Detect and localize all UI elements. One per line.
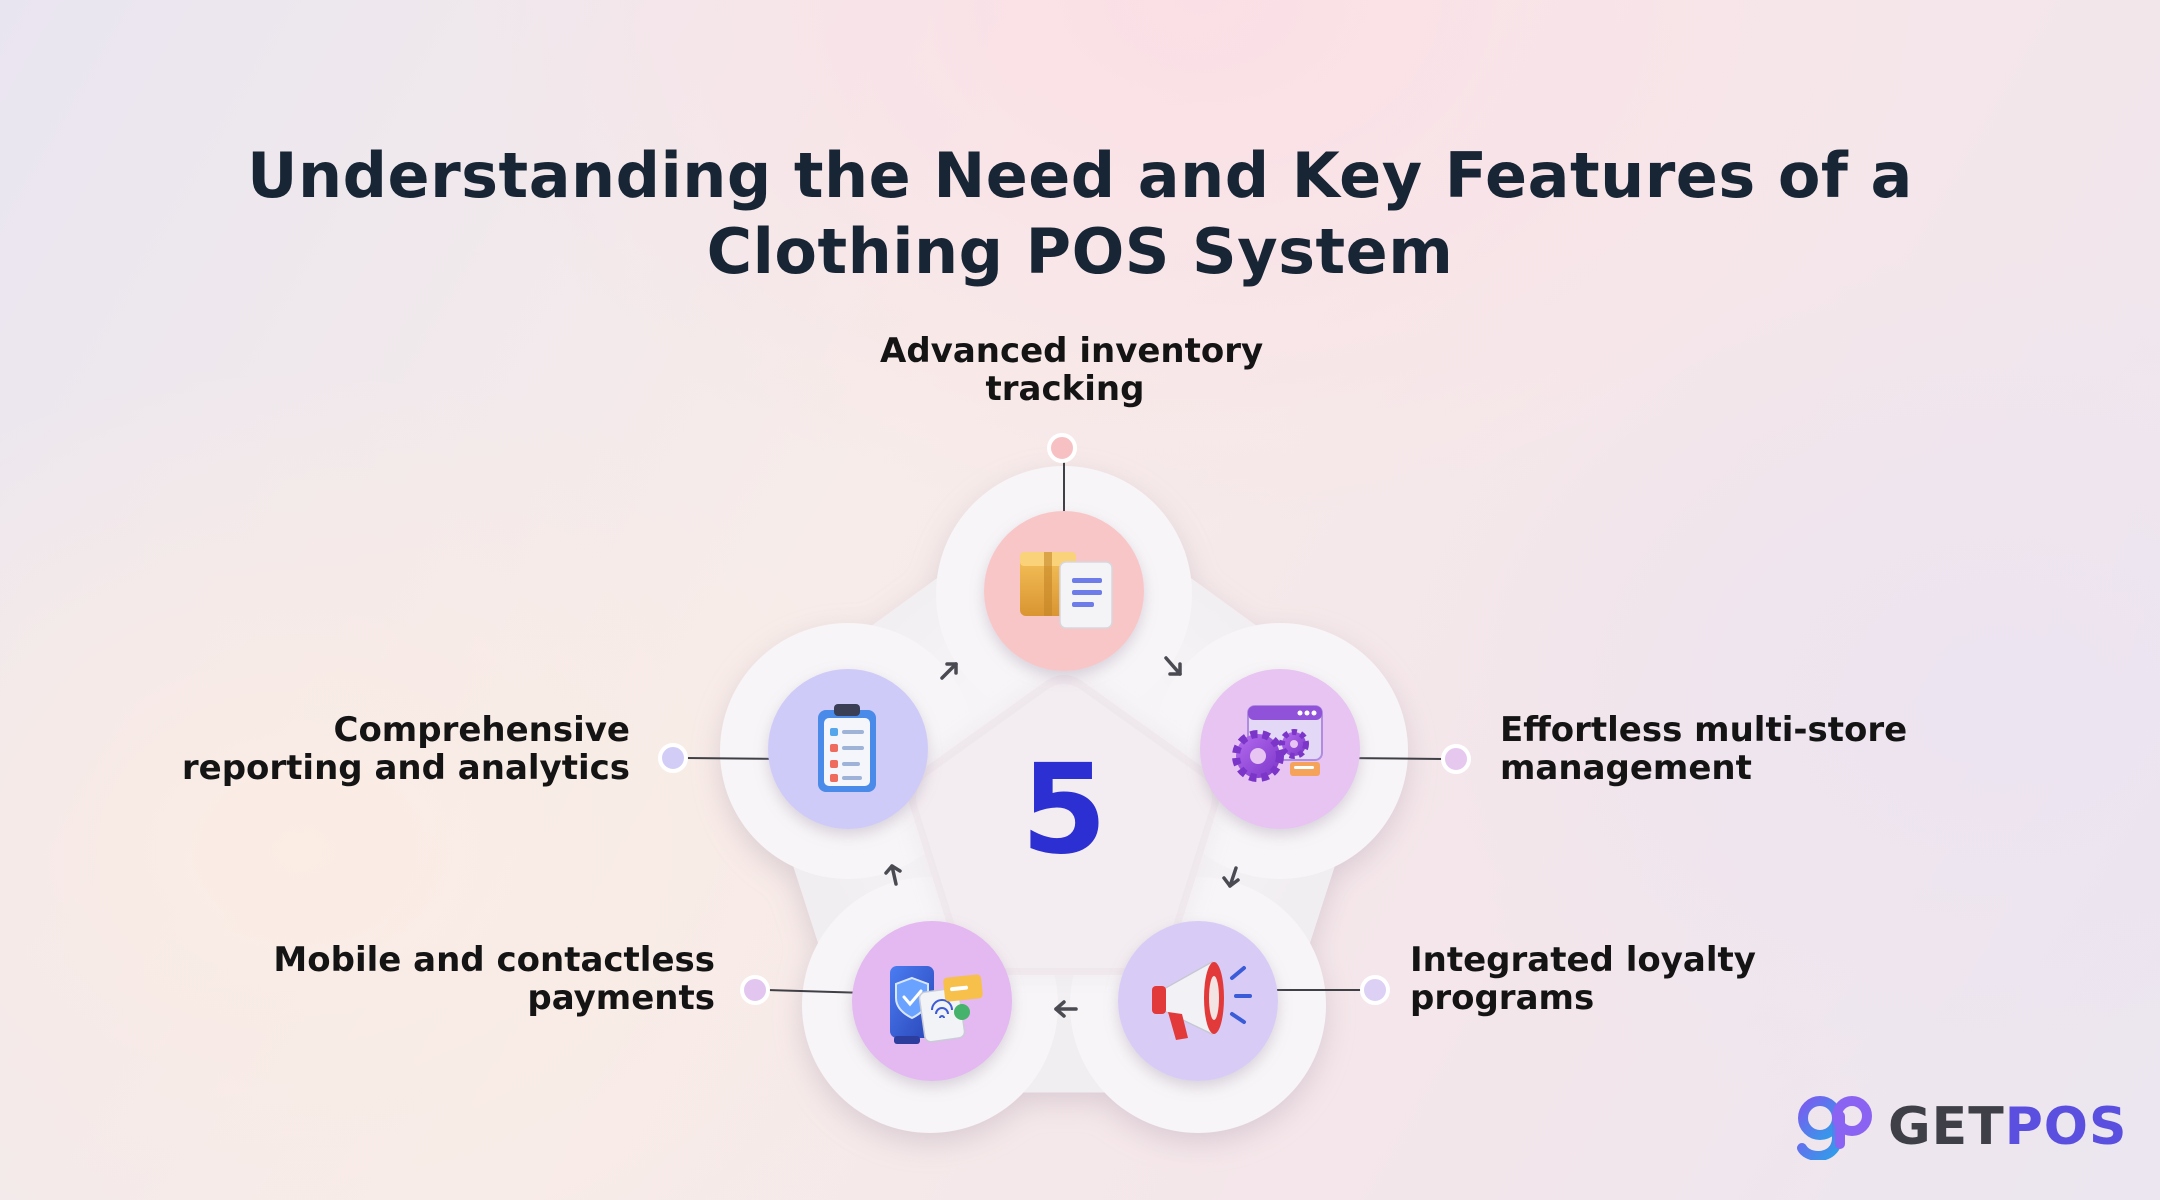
cycle-arrows bbox=[884, 656, 1240, 1018]
label-line: programs bbox=[1410, 978, 1595, 1018]
label-multistore: Effortless multi-store management bbox=[1500, 711, 1907, 787]
arrow-icon bbox=[1054, 1000, 1078, 1018]
brand-logo-text: GETPOS bbox=[1888, 1097, 2127, 1157]
label-line: Advanced inventory bbox=[880, 331, 1264, 371]
clipboard-checklist-icon bbox=[818, 704, 876, 792]
logo-text-pos: POS bbox=[2004, 1097, 2128, 1157]
page-title: Understanding the Need and Key Features … bbox=[0, 138, 2160, 290]
box-document-icon bbox=[1020, 552, 1113, 629]
label-payments: Mobile and contactless payments bbox=[210, 941, 715, 1017]
label-inventory: Advanced inventory tracking bbox=[880, 331, 1264, 409]
arrow-icon bbox=[884, 864, 902, 886]
label-line: payments bbox=[527, 978, 715, 1018]
arrow-icon bbox=[1222, 866, 1240, 888]
connector-dot bbox=[1047, 433, 1077, 463]
arrow-icon bbox=[940, 662, 958, 680]
arrow-icon bbox=[1164, 656, 1182, 676]
gears-browser-icon bbox=[1232, 705, 1323, 782]
connector-dot bbox=[740, 975, 770, 1005]
connector-dot bbox=[1441, 744, 1471, 774]
label-line: Comprehensive bbox=[333, 710, 631, 750]
phone-fingerprint-card-icon bbox=[890, 966, 983, 1044]
label-line: reporting and analytics bbox=[181, 748, 630, 788]
title-line-1: Understanding the Need and Key Features … bbox=[247, 138, 1913, 212]
connector-reporting bbox=[658, 743, 787, 773]
label-line: Mobile and contactless bbox=[273, 940, 715, 980]
connector-dot bbox=[658, 743, 688, 773]
logo-text-get: GET bbox=[1888, 1097, 2005, 1157]
title-line-2: Clothing POS System bbox=[706, 214, 1454, 288]
label-line: Integrated loyalty bbox=[1410, 940, 1756, 980]
connector-dot bbox=[1360, 975, 1390, 1005]
label-line: management bbox=[1500, 748, 1752, 788]
label-loyalty: Integrated loyalty programs bbox=[1410, 941, 1756, 1017]
feature-count: 5 bbox=[1020, 738, 1108, 882]
label-line: Effortless multi-store bbox=[1500, 710, 1908, 750]
label-line: tracking bbox=[985, 369, 1145, 409]
gp-logo-icon bbox=[1797, 1096, 1872, 1160]
megaphone-icon bbox=[1152, 960, 1252, 1040]
label-reporting: Comprehensive reporting and analytics bbox=[130, 711, 630, 787]
